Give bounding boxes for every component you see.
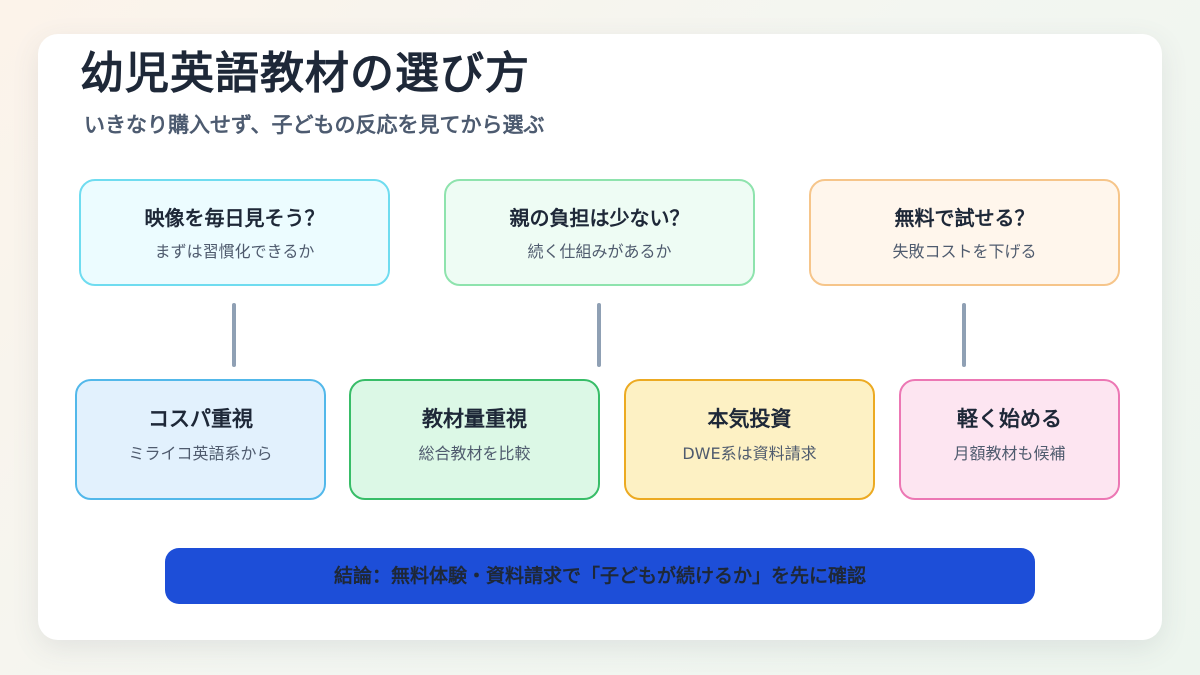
option-box-cost-performance: コスパ重視 ミライコ英語系から xyxy=(75,379,326,500)
option-subtitle: 総合教材を比較 xyxy=(418,444,531,463)
option-box-material-volume: 教材量重視 総合教材を比較 xyxy=(349,379,600,500)
conclusion-banner: 結論：無料体験・資料請求で「子どもが続けるか」を先に確認 xyxy=(165,548,1035,604)
question-title: 映像を毎日見そう？ xyxy=(144,206,325,230)
question-box-parent-burden: 親の負担は少ない？ 続く仕組みがあるか xyxy=(444,179,755,286)
option-subtitle: ミライコ英語系から xyxy=(128,444,273,463)
connector-line xyxy=(962,303,966,367)
question-subtitle: 失敗コストを下げる xyxy=(892,242,1037,261)
question-box-video: 映像を毎日見そう？ まずは習慣化できるか xyxy=(79,179,390,286)
option-box-serious-investment: 本気投資 DWE系は資料請求 xyxy=(624,379,875,500)
connector-line xyxy=(597,303,601,367)
question-subtitle: 続く仕組みがあるか xyxy=(527,242,672,261)
option-subtitle: DWE系は資料請求 xyxy=(682,444,817,463)
option-title: コスパ重視 xyxy=(148,407,253,431)
question-title: 無料で試せる？ xyxy=(894,206,1035,230)
question-title: 親の負担は少ない？ xyxy=(509,206,690,230)
option-box-light-start: 軽く始める 月額教材も候補 xyxy=(899,379,1120,500)
option-subtitle: 月額教材も候補 xyxy=(953,444,1066,463)
option-title: 軽く始める xyxy=(957,407,1062,431)
connector-line xyxy=(232,303,236,367)
page-subtitle: いきなり購入せず、子どもの反応を見てから選ぶ xyxy=(84,113,545,137)
page-title: 幼児英語教材の選び方 xyxy=(80,48,530,99)
option-title: 本気投資 xyxy=(707,407,792,431)
question-subtitle: まずは習慣化できるか xyxy=(154,242,315,261)
option-title: 教材量重視 xyxy=(422,407,527,431)
question-box-free-trial: 無料で試せる？ 失敗コストを下げる xyxy=(809,179,1120,286)
